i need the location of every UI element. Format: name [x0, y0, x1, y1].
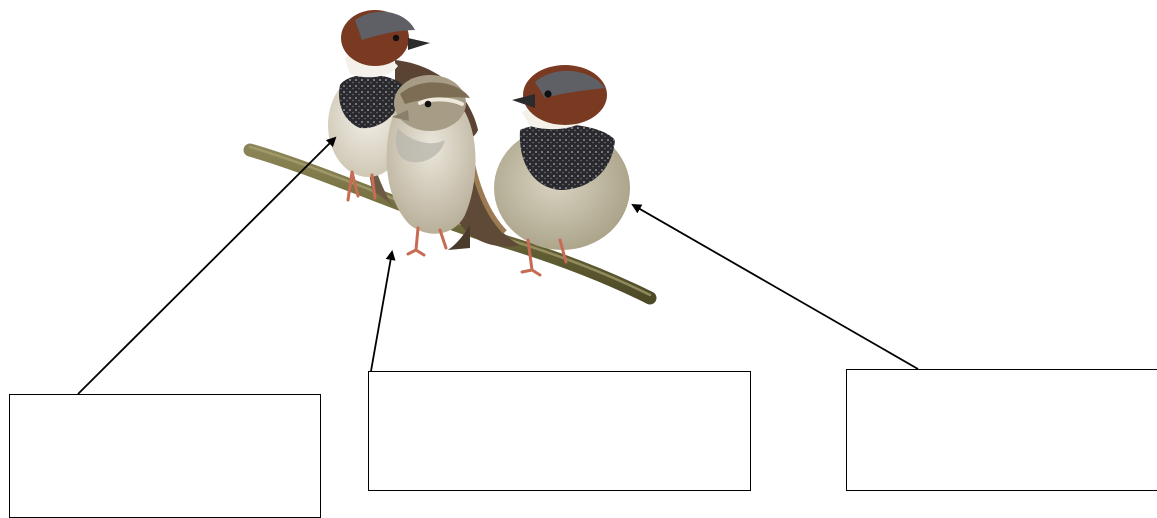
sparrow-female-center: [386, 75, 476, 257]
label-box-left[interactable]: [9, 394, 321, 518]
arrow-left-to-bird: [77, 136, 337, 395]
sparrow-male-right: [448, 65, 630, 277]
arrow-center-to-bird: [370, 250, 396, 372]
arrow-right-to-bird: [631, 204, 919, 370]
label-box-right[interactable]: [846, 369, 1157, 491]
label-box-center[interactable]: [368, 371, 751, 491]
